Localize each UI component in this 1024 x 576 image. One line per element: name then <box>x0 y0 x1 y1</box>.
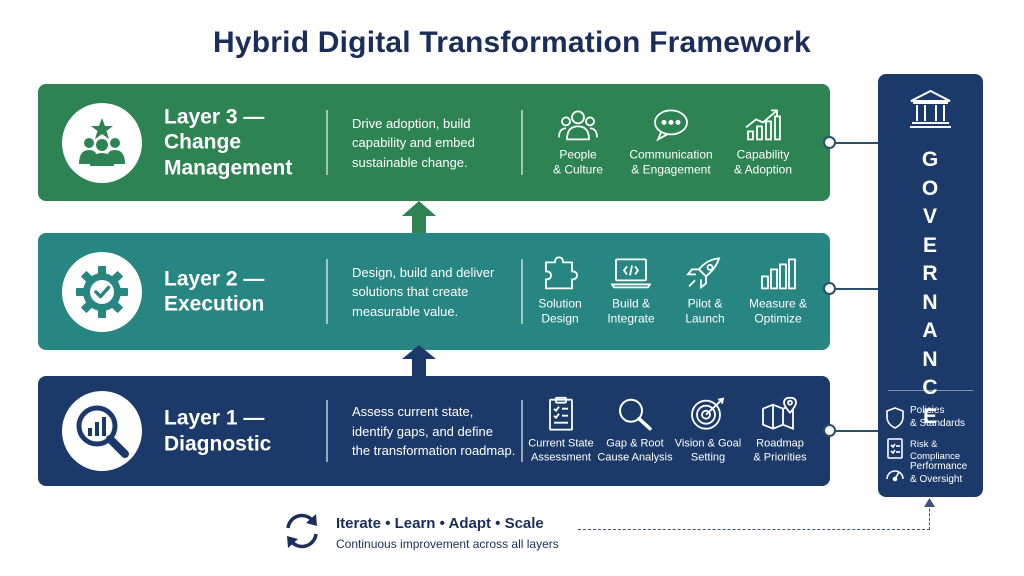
governance-connector <box>830 430 878 432</box>
capability-roadmap-priorities: Roadmap & Priorities <box>734 396 826 466</box>
capability-label: Capability & Adoption <box>733 146 793 177</box>
people-star-icon <box>62 102 142 183</box>
governance-title: G O V E R N A N C E <box>921 148 940 428</box>
feedback-dashed-line <box>929 504 930 530</box>
layer-2-name: Layer 2 — Execution <box>164 266 265 316</box>
capability-label: People & Culture <box>552 146 604 177</box>
divider <box>326 400 328 462</box>
capability-measure-optimize: Measure & Optimize <box>732 256 824 327</box>
shield-icon <box>886 407 904 429</box>
up-arrow-icon <box>402 345 436 376</box>
capability-current-state-assessment: Current State Assessment <box>515 396 607 466</box>
layer-1-description: Assess current state, identify gaps, and… <box>352 403 516 458</box>
feedback-dashed-line <box>578 529 930 530</box>
capability-label: Communication & Engagement <box>629 146 713 177</box>
gauge-icon <box>886 470 904 482</box>
connector-dot <box>823 282 836 295</box>
bar-chart-icon <box>761 258 796 289</box>
capability-people-culture: People & Culture <box>532 107 624 178</box>
layer-3-name: Layer 3 — Change Management <box>164 105 293 180</box>
chat-icon <box>654 109 688 141</box>
capability-label: Measure & Optimize <box>748 295 808 326</box>
puzzle-icon <box>545 256 578 289</box>
layer-2-description: Design, build and deliver solutions that… <box>352 264 495 319</box>
governance-item-risk: Risk & Compliance <box>885 435 981 465</box>
capability-label: Solution Design <box>538 295 582 326</box>
footer-title: Iterate • Learn • Adapt • Scale <box>336 515 544 532</box>
layer-2-card: Layer 2 — Execution Design, build and de… <box>38 233 830 350</box>
map-pin-icon <box>762 396 797 431</box>
footer-subtitle: Continuous improvement across all layers <box>336 537 559 551</box>
checklist-icon <box>887 438 903 459</box>
arrowhead-icon <box>924 498 935 507</box>
capability-label: Pilot & Launch <box>685 295 725 326</box>
institution-icon <box>910 89 951 128</box>
governance-item-performance: Performance & Oversight <box>885 461 981 491</box>
laptop-code-icon <box>611 258 651 288</box>
capability-vision-goal-setting: Vision & Goal Setting <box>662 397 754 466</box>
governance-item-label: Policies & Standards <box>910 405 966 429</box>
capability-capability-adoption: Capability & Adoption <box>717 107 809 178</box>
divider <box>521 109 523 176</box>
governance-item-label: Risk & Compliance <box>910 439 961 462</box>
layer-1-name: Layer 1 — Diagnostic <box>164 406 272 455</box>
divider <box>326 258 328 325</box>
layer-1-card: Layer 1 — Diagnostic Assess current stat… <box>38 376 830 486</box>
capability-label: Roadmap & Priorities <box>753 437 807 464</box>
capability-label: Build & Integrate <box>607 295 655 326</box>
page-title: Hybrid Digital Transformation Framework <box>213 26 811 59</box>
rocket-icon <box>686 256 721 289</box>
divider <box>326 109 328 176</box>
governance-item-label: Performance & Oversight <box>910 461 968 485</box>
governance-connector <box>830 288 878 290</box>
people-icon <box>558 110 598 140</box>
search-icon <box>619 398 652 431</box>
magnifier-chart-icon <box>62 391 142 471</box>
capability-label: Current State Assessment <box>528 437 594 464</box>
capability-solution-design: Solution Design <box>514 256 606 327</box>
cycle-arrows-icon <box>286 513 318 549</box>
growth-chart-icon <box>745 109 781 140</box>
layer-3-card: Layer 3 — Change Management Drive adopti… <box>38 84 830 201</box>
divider <box>521 258 523 325</box>
governance-panel: G O V E R N A N C E Policies & Standards… <box>878 74 983 497</box>
up-arrow-icon <box>402 201 436 233</box>
governance-item-policies: Policies & Standards <box>885 405 981 435</box>
divider <box>888 390 973 391</box>
capability-communication-engagement: Communication & Engagement <box>625 107 717 178</box>
capability-pilot-launch: Pilot & Launch <box>659 256 751 327</box>
capability-gap-root-cause-analysis: Gap & Root Cause Analysis <box>589 397 681 466</box>
governance-connector <box>830 142 878 144</box>
connector-dot <box>823 424 836 437</box>
gear-check-icon <box>62 251 142 332</box>
divider <box>521 400 523 462</box>
capability-label: Gap & Root Cause Analysis <box>597 437 673 464</box>
target-icon <box>691 397 725 430</box>
capability-label: Vision & Goal Setting <box>674 437 742 464</box>
capability-build-integrate: Build & Integrate <box>585 256 677 327</box>
layer-3-description: Drive adoption, build capability and emb… <box>352 115 475 170</box>
connector-dot <box>823 136 836 149</box>
clipboard-icon <box>549 396 573 431</box>
